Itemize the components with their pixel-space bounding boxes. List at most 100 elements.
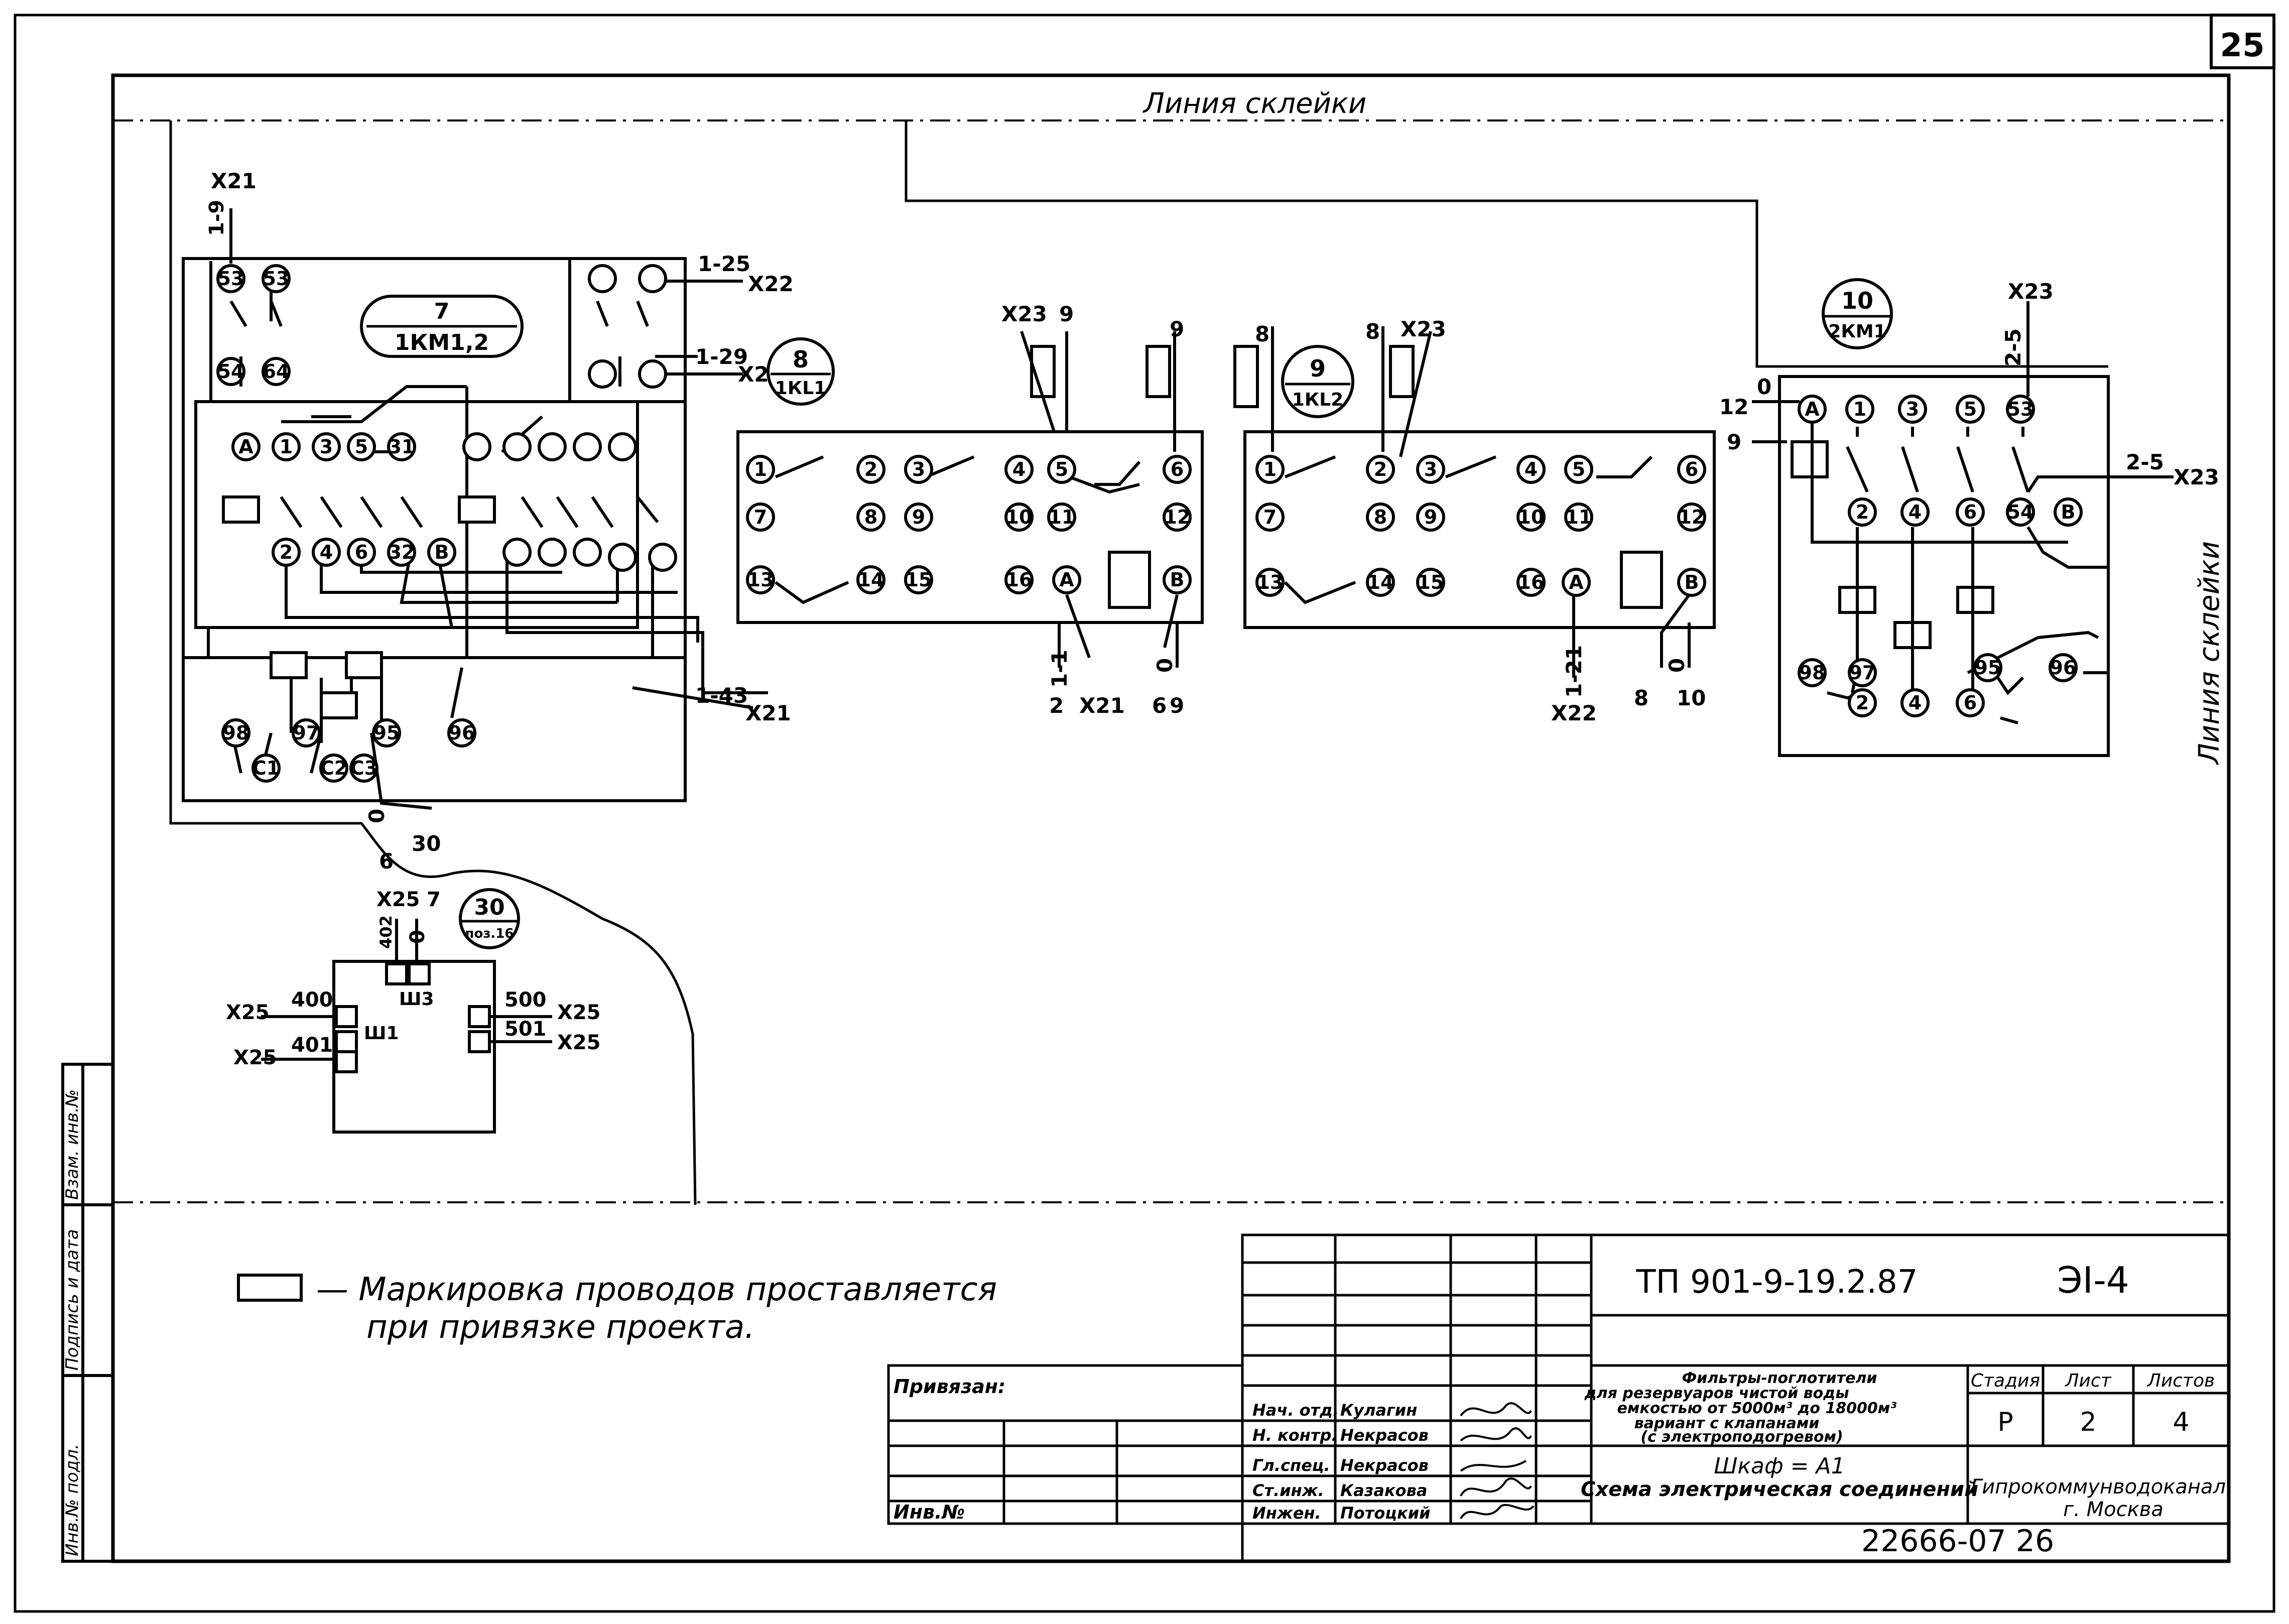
svg-text:6: 6 bbox=[1964, 501, 1977, 523]
svg-text:при привязке проекта.: при привязке проекта. bbox=[366, 1309, 755, 1346]
connector-sh1: Ш1 bbox=[364, 1023, 399, 1044]
wire-0-top: 0 bbox=[406, 930, 429, 944]
svg-text:53: 53 bbox=[218, 268, 244, 290]
wire-1-25: 1-25 bbox=[698, 252, 750, 276]
svg-text:A: A bbox=[1059, 569, 1074, 591]
contactor-block-2km1-terminals bbox=[1799, 396, 2081, 716]
svg-text:B: B bbox=[435, 541, 449, 563]
svg-text:5: 5 bbox=[1572, 458, 1585, 480]
svg-text:13: 13 bbox=[1257, 571, 1284, 593]
wire-501: 501 bbox=[504, 1018, 547, 1041]
wire-8-kl2-b: 8 bbox=[1365, 319, 1380, 344]
role-3: Ст.инж. bbox=[1252, 1481, 1324, 1500]
svg-text:10: 10 bbox=[1006, 506, 1033, 528]
svg-text:10: 10 bbox=[1841, 287, 1873, 314]
svg-text:A: A bbox=[1569, 571, 1584, 593]
svg-text:1: 1 bbox=[1263, 458, 1277, 480]
wire-2-5-right: 2-5 bbox=[2126, 450, 2164, 474]
relay-block-1kl2 bbox=[1233, 326, 1716, 678]
wire-x21-mid: X21 bbox=[745, 701, 791, 725]
wire-9-2km: 9 bbox=[1727, 430, 1741, 454]
svg-text:A: A bbox=[238, 436, 253, 458]
svg-text:11: 11 bbox=[1049, 506, 1075, 528]
wire-9-kl1-c: 9 bbox=[1170, 693, 1184, 718]
wire-8-kl2-c: 8 bbox=[1634, 686, 1648, 710]
svg-text:96: 96 bbox=[2050, 657, 2077, 679]
wire-x25-left1: X25 bbox=[226, 1001, 270, 1024]
relay-30-tag: 30 поз.16 bbox=[459, 888, 520, 949]
stage-value: Р bbox=[1997, 1407, 2013, 1437]
relay-block-1kl2-labels: 1 2 3 4 5 6 7 8 9 10 11 12 13 14 15 16 A… bbox=[1257, 458, 1705, 593]
svg-text:3: 3 bbox=[1424, 458, 1437, 480]
side-stamp bbox=[61, 1063, 114, 1563]
wire-x23-right: X23 bbox=[2174, 465, 2219, 489]
svg-text:4: 4 bbox=[1012, 458, 1026, 480]
wire-1-1: 1-1 bbox=[1047, 650, 1072, 688]
wire-x22-kl2: X22 bbox=[1551, 701, 1597, 725]
svg-text:6: 6 bbox=[355, 541, 368, 563]
desc-3: вариант с клапанами bbox=[1634, 1415, 1820, 1432]
sheet-value: 2 bbox=[2080, 1407, 2096, 1437]
svg-text:53: 53 bbox=[2007, 398, 2034, 420]
doc-code: ТП 901-9-19.2.87 bbox=[1636, 1264, 1918, 1301]
glue-line-right-label: Линия склейки bbox=[2193, 541, 2226, 765]
wire-10-kl2: 10 bbox=[1677, 686, 1706, 710]
relay-block-1kl1-labels: 1 2 3 4 5 6 7 8 9 10 11 12 13 14 15 16 A… bbox=[747, 458, 1191, 591]
wire-0-km: 0 bbox=[364, 809, 389, 823]
svg-text:54: 54 bbox=[218, 360, 244, 383]
privyazan-label: Привязан: bbox=[894, 1376, 1005, 1398]
svg-text:64: 64 bbox=[263, 360, 290, 383]
svg-text:8: 8 bbox=[864, 506, 877, 528]
connector-block bbox=[261, 919, 552, 1134]
sheet-label: Лист bbox=[2064, 1370, 2111, 1391]
svg-text:8: 8 bbox=[1374, 506, 1387, 528]
role-0: Нач. отд. bbox=[1252, 1401, 1339, 1420]
relay-block-1kl1 bbox=[736, 331, 1204, 668]
wire-402: 402 bbox=[376, 915, 396, 949]
svg-text:2КМ1: 2КМ1 bbox=[1828, 321, 1886, 342]
desc-4: (с электроподогревом) bbox=[1640, 1428, 1843, 1446]
svg-text:54: 54 bbox=[2007, 501, 2034, 523]
wire-0-2km: 0 bbox=[1757, 374, 1771, 399]
wire-1-21: 1-21 bbox=[1562, 645, 1586, 698]
role-4: Инжен. bbox=[1252, 1504, 1321, 1523]
drawing-title: Схема электрическая соединений bbox=[1581, 1478, 1978, 1501]
svg-text:1: 1 bbox=[754, 458, 767, 480]
svg-text:5: 5 bbox=[1055, 458, 1068, 480]
wire-x25-right2: X25 bbox=[557, 1031, 601, 1054]
wire-8-kl2-a: 8 bbox=[1255, 322, 1269, 346]
svg-text:1КL1: 1КL1 bbox=[775, 378, 826, 399]
svg-text:98: 98 bbox=[223, 722, 249, 744]
wire-9-kl1-a: 9 bbox=[1059, 302, 1074, 326]
svg-text:31: 31 bbox=[389, 436, 415, 458]
svg-text:1: 1 bbox=[1853, 398, 1866, 420]
wire-1-43: 1-43 bbox=[695, 683, 748, 708]
svg-text:7: 7 bbox=[1263, 506, 1277, 528]
svg-text:2: 2 bbox=[864, 458, 877, 480]
wire-6-km: 6 bbox=[379, 849, 394, 873]
svg-text:11: 11 bbox=[1566, 506, 1592, 528]
svg-text:9: 9 bbox=[1310, 355, 1326, 382]
cut-boundary bbox=[169, 120, 2108, 1205]
relay-7-tag: 7 1КМ1,2 bbox=[360, 295, 524, 358]
name-3: Казакова bbox=[1340, 1481, 1427, 1500]
svg-text:8: 8 bbox=[793, 346, 809, 373]
svg-text:15: 15 bbox=[906, 569, 932, 591]
org-line1: Гипрокоммунводоканал bbox=[1971, 1475, 2226, 1498]
glue-line-top-label: Линия склейки bbox=[1142, 87, 1366, 120]
wire-1-9: 1-9 bbox=[205, 200, 228, 236]
contactor-block-2km1-labels: A 1 3 5 53 2 4 6 54 B 98 97 2 4 6 95 96 bbox=[1799, 398, 2077, 714]
svg-text:53: 53 bbox=[263, 268, 290, 290]
wire-400: 400 bbox=[291, 988, 333, 1012]
svg-text:5: 5 bbox=[355, 436, 368, 458]
name-4: Потоцкий bbox=[1340, 1504, 1431, 1523]
svg-text:16: 16 bbox=[1518, 571, 1545, 593]
wire-x21-top: X21 bbox=[211, 169, 257, 193]
svg-text:97: 97 bbox=[1849, 662, 1876, 684]
svg-text:98: 98 bbox=[1799, 662, 1826, 684]
role-2: Гл.спец. bbox=[1252, 1456, 1330, 1475]
svg-text:4: 4 bbox=[1909, 501, 1922, 523]
svg-text:2: 2 bbox=[1374, 458, 1387, 480]
svg-text:16: 16 bbox=[1006, 569, 1033, 591]
